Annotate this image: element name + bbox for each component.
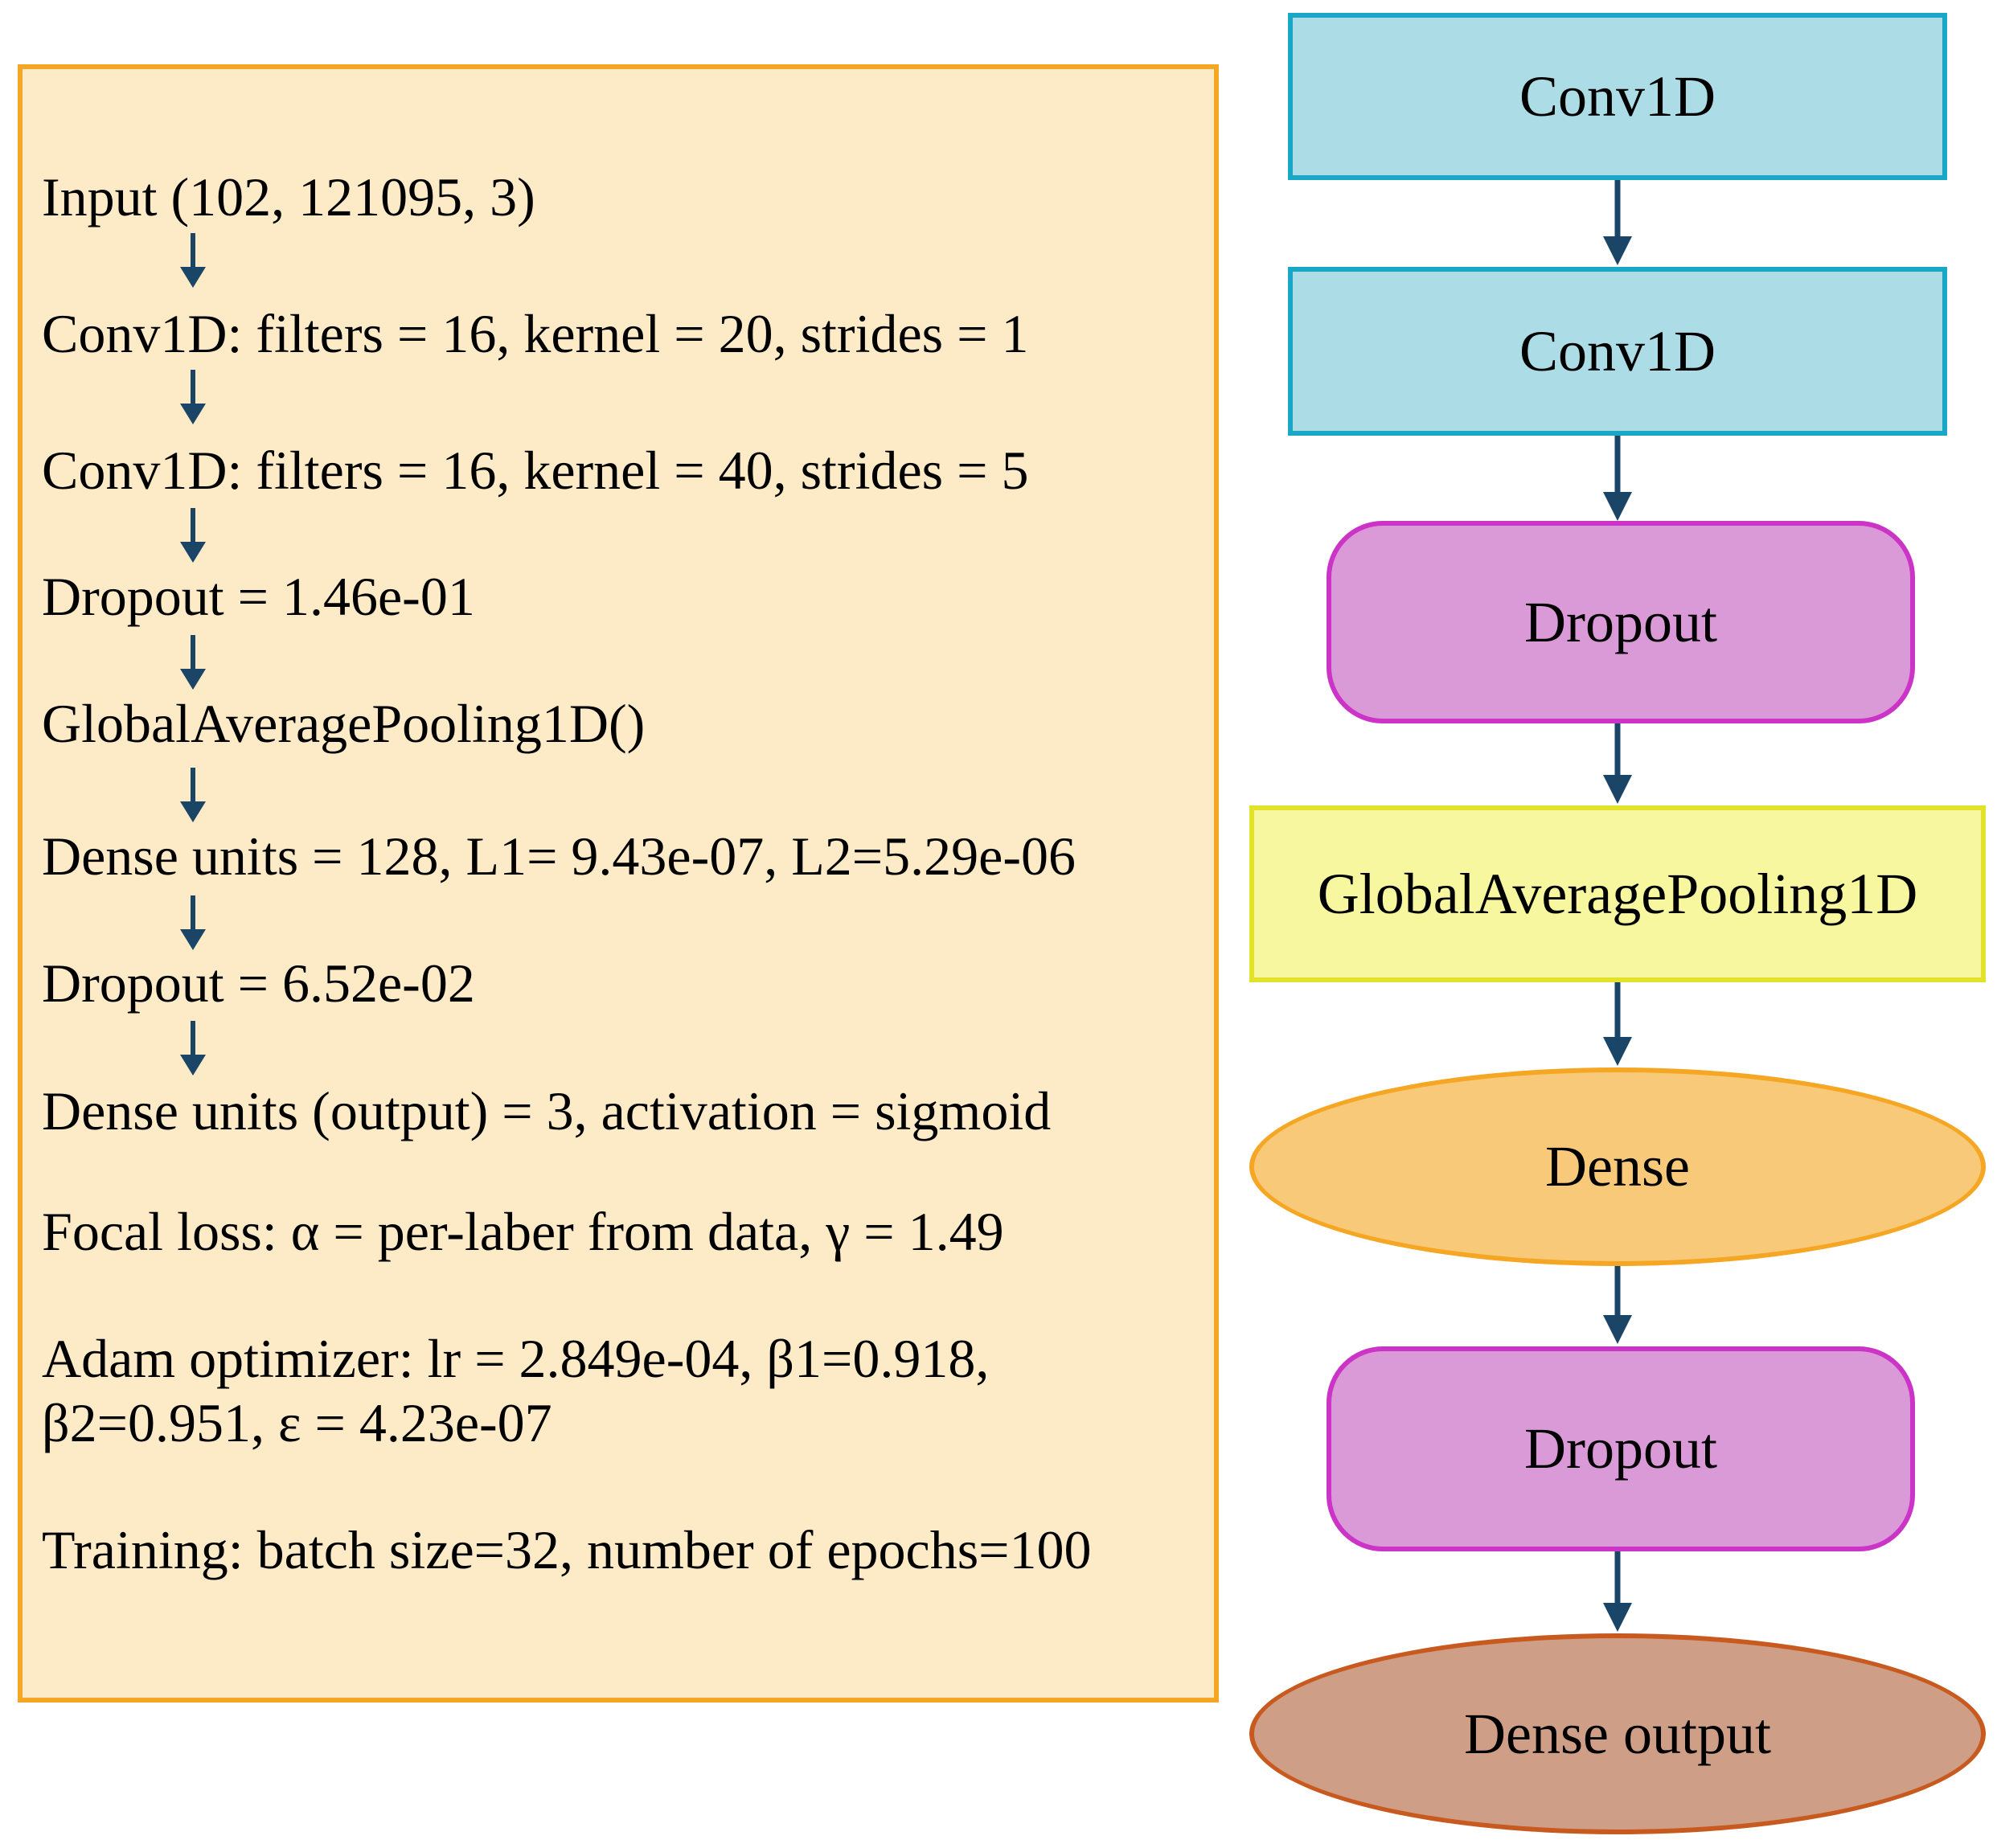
node-conv1d-2: Conv1D <box>1288 267 1947 436</box>
node-conv1d-2-label: Conv1D <box>1519 318 1716 383</box>
node-dense-output-label: Dense output <box>1464 1701 1771 1766</box>
spec-dropout1: Dropout = 1.46e-01 <box>42 566 475 627</box>
spec-gap: GlobalAveragePooling1D() <box>42 693 646 754</box>
spec-panel <box>18 64 1219 1703</box>
flow-arrow-1 <box>1603 180 1632 265</box>
spec-arrow-5 <box>180 768 206 822</box>
spec-adam-line-1: Adam optimizer: lr = 2.849e-04, β1=0.918… <box>42 1328 990 1389</box>
spec-dense-output: Dense units (output) = 3, activation = s… <box>42 1080 1052 1141</box>
spec-conv1: Conv1D: filters = 16, kernel = 20, strid… <box>42 303 1029 364</box>
node-conv1d-1: Conv1D <box>1288 13 1947 180</box>
node-global-average-pooling-label: GlobalAveragePooling1D <box>1317 861 1918 926</box>
spec-conv2: Conv1D: filters = 16, kernel = 40, strid… <box>42 440 1029 501</box>
spec-dropout2: Dropout = 6.52e-02 <box>42 953 475 1014</box>
spec-input: Input (102, 121095, 3) <box>42 166 535 227</box>
spec-arrow-4 <box>180 635 206 690</box>
flow-arrow-4 <box>1603 982 1632 1066</box>
flow-arrow-5 <box>1603 1266 1632 1344</box>
node-dense: Dense <box>1249 1067 1986 1266</box>
spec-training: Training: batch size=32, number of epoch… <box>42 1519 1092 1580</box>
spec-arrow-6 <box>180 895 206 950</box>
flow-arrow-2 <box>1603 436 1632 521</box>
node-dense-label: Dense <box>1545 1134 1690 1199</box>
spec-arrow-2 <box>180 370 206 424</box>
flow-arrow-3 <box>1603 723 1632 804</box>
node-dropout-2-label: Dropout <box>1524 1416 1717 1481</box>
flow-arrow-6 <box>1603 1551 1632 1632</box>
node-dropout-2: Dropout <box>1327 1346 1915 1551</box>
node-dropout-1: Dropout <box>1327 521 1915 723</box>
node-conv1d-1-label: Conv1D <box>1519 64 1716 129</box>
spec-dense: Dense units = 128, L1= 9.43e-07, L2=5.29… <box>42 826 1076 887</box>
node-global-average-pooling: GlobalAveragePooling1D <box>1249 805 1986 982</box>
node-dense-output: Dense output <box>1249 1633 1986 1834</box>
spec-arrow-7 <box>180 1021 206 1076</box>
spec-arrow-1 <box>180 233 206 288</box>
node-dropout-1-label: Dropout <box>1524 589 1717 654</box>
spec-adam-line-2: β2=0.951, ε = 4.23e-07 <box>42 1392 552 1453</box>
spec-arrow-3 <box>180 508 206 563</box>
spec-focal-loss: Focal loss: α = per-laber from data, γ =… <box>42 1201 1004 1262</box>
